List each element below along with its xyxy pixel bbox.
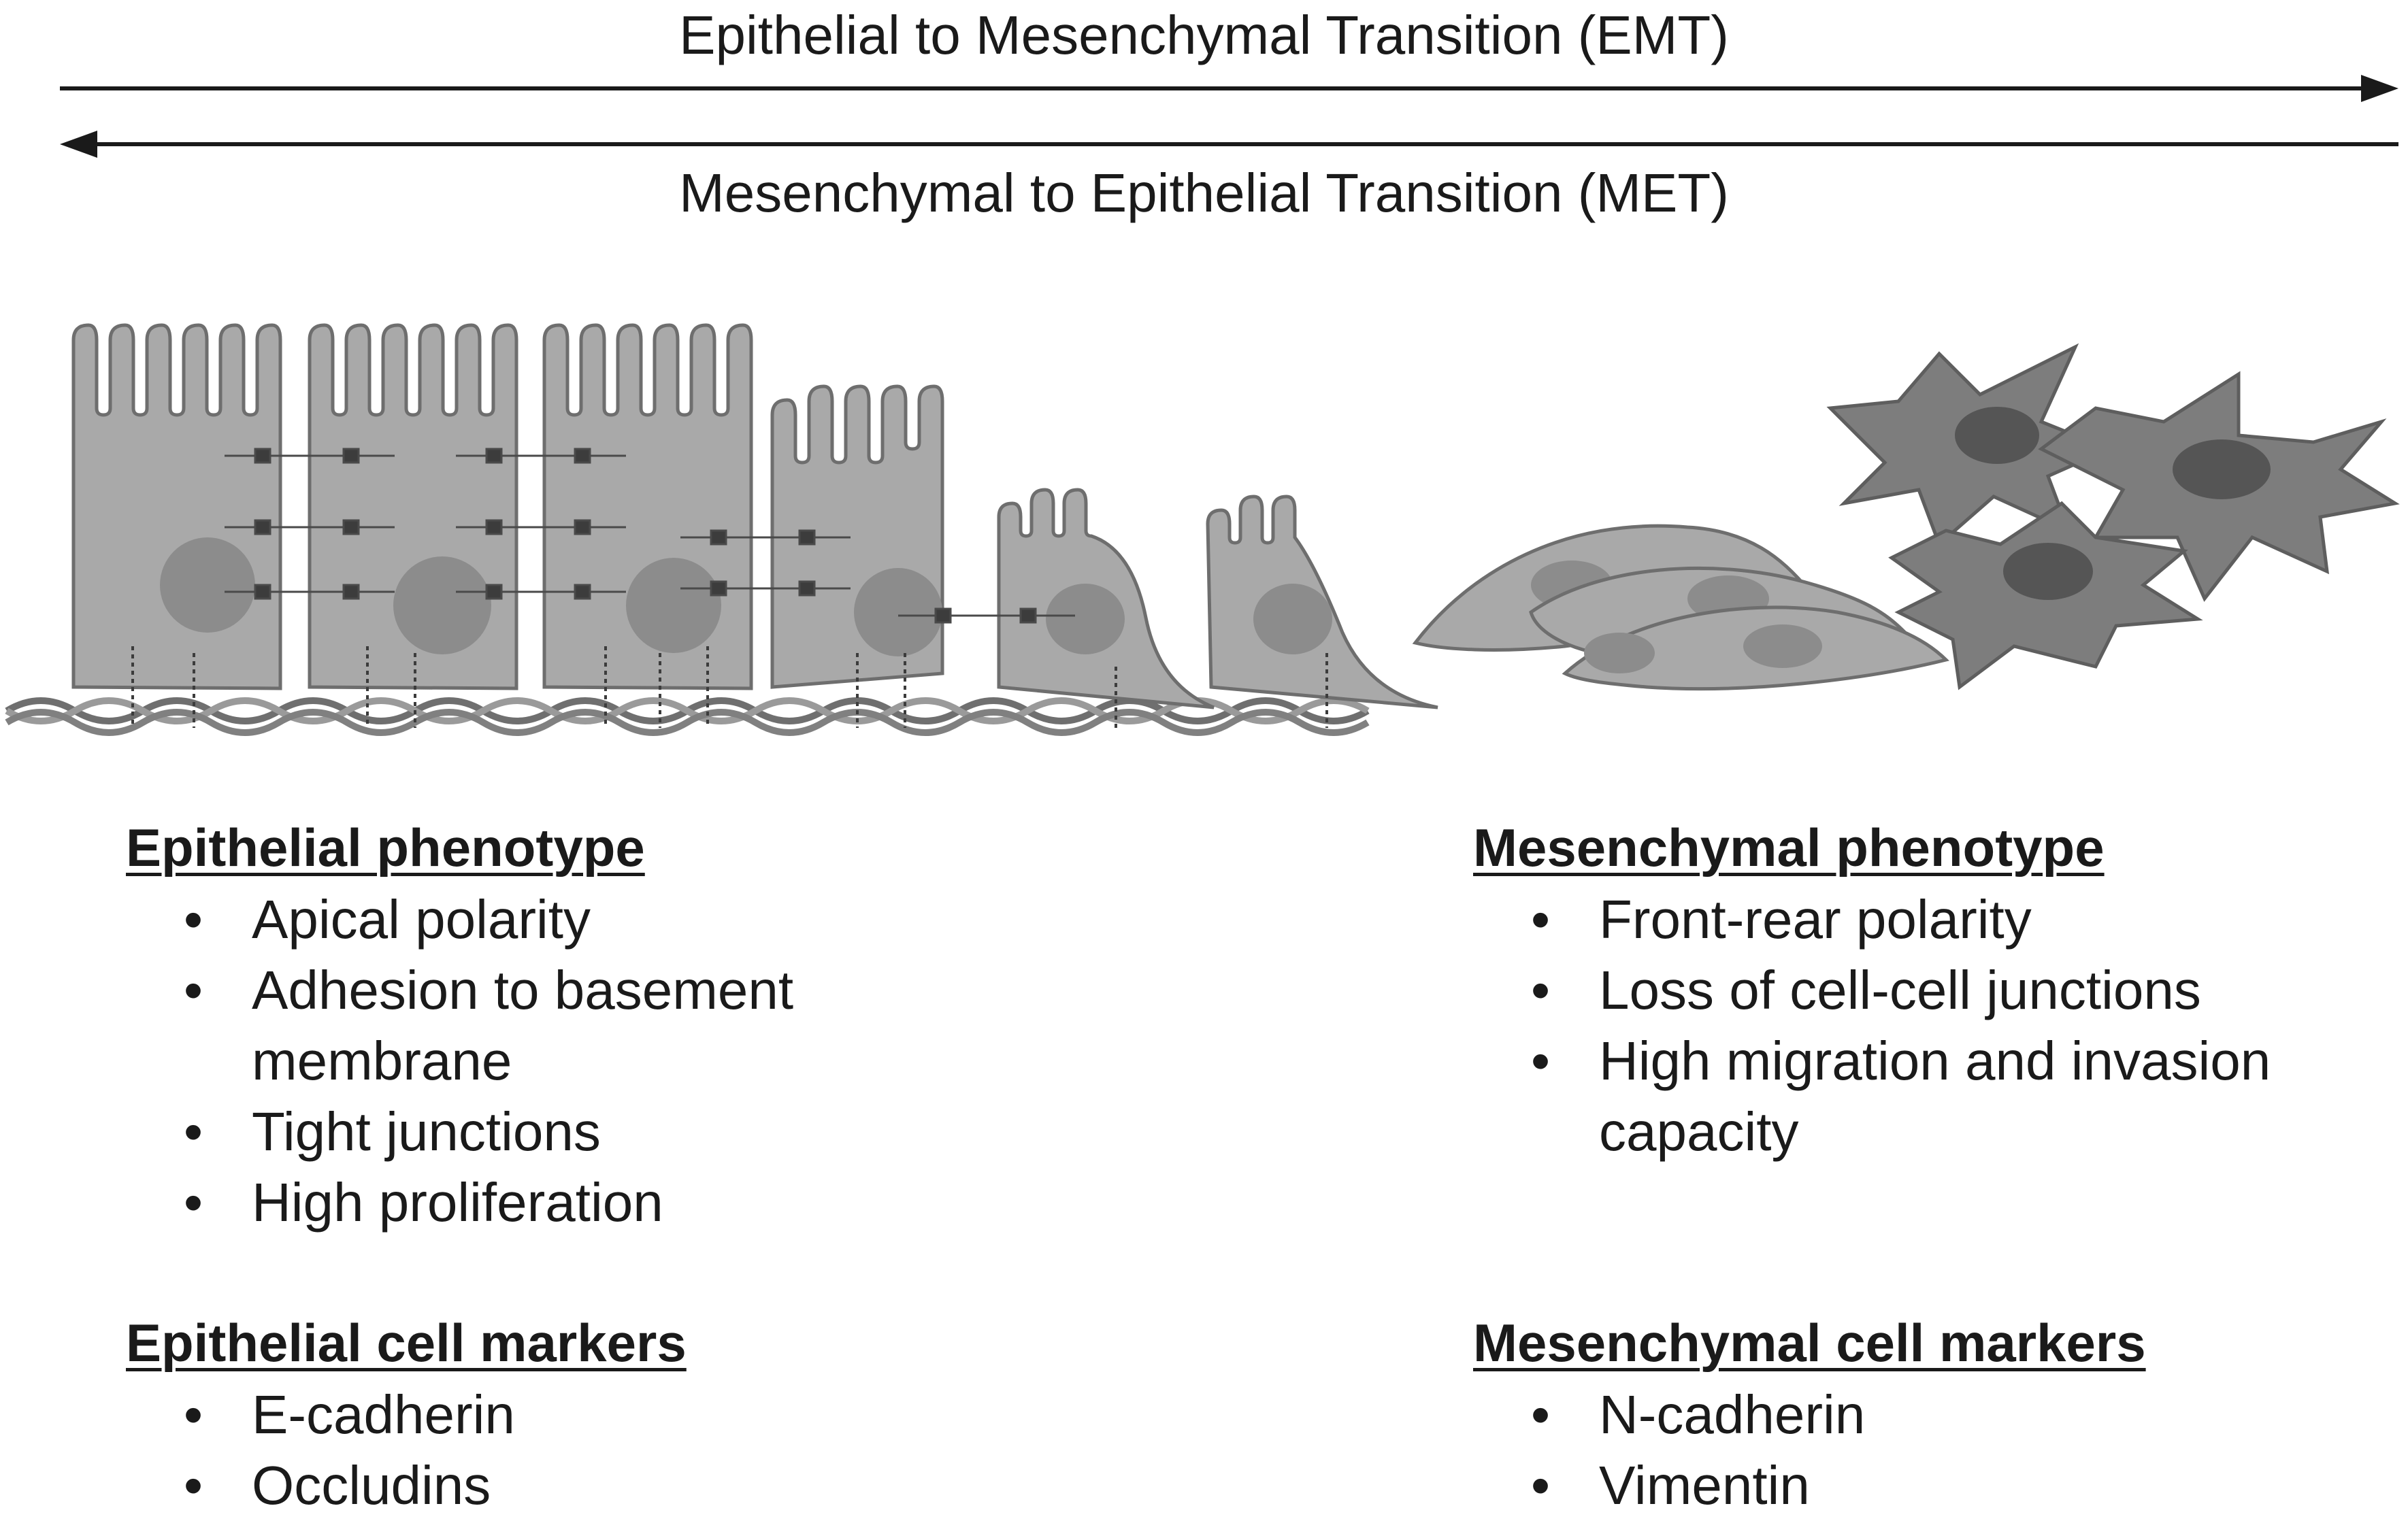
- epithelial-markers-heading: Epithelial cell markers: [126, 1313, 687, 1373]
- basement-membrane: [5, 697, 1370, 736]
- mesenchymal-markers-list: N-cadherin Vimentin: [1473, 1380, 2146, 1521]
- mesenchymal-phenotype-heading: Mesenchymal phenotype: [1473, 818, 2105, 878]
- stellate-cell-3: [1888, 501, 2203, 690]
- epithelial-cell-4: [770, 384, 944, 689]
- stellate-cell-1: [1826, 343, 2114, 548]
- list-item: Loss of cell-cell junctions: [1473, 955, 2279, 1026]
- spindle-cell-3: [1562, 605, 1949, 691]
- epithelial-cell-2: [308, 323, 518, 690]
- list-item: Occludins: [126, 1450, 687, 1521]
- mesenchymal-markers-heading: Mesenchymal cell markers: [1473, 1313, 2146, 1373]
- epithelial-phenotype-heading: Epithelial phenotype: [126, 818, 645, 878]
- list-item: Tight junctions: [126, 1097, 1000, 1167]
- stellate-cell-2: [2038, 371, 2400, 602]
- epithelial-phenotype-list: Apical polarity Adhesion to basement mem…: [126, 884, 1000, 1238]
- mesenchymal-phenotype-list: Front-rear polarity Loss of cell-cell ju…: [1473, 884, 2279, 1167]
- epithelial-cell-3: [542, 323, 753, 690]
- list-item: Front-rear polarity: [1473, 884, 2279, 955]
- emt-label: Epithelial to Mesenchymal Transition (EM…: [679, 5, 1729, 65]
- transitioning-cell-2: [1206, 495, 1438, 709]
- met-arrow: [60, 131, 2398, 158]
- integrin-anchors: [131, 646, 1328, 728]
- list-item: E-cadherin: [126, 1380, 687, 1450]
- list-item: N-cadherin: [1473, 1380, 2146, 1450]
- epithelial-markers-panel: Epithelial cell markers E-cadherin Occlu…: [126, 1311, 687, 1521]
- epithelial-cell-1: [71, 323, 282, 690]
- list-item: Apical polarity: [126, 884, 1000, 955]
- cell-junctions: [225, 448, 1075, 624]
- mesenchymal-phenotype-panel: Mesenchymal phenotype Front-rear polarit…: [1473, 816, 2279, 1167]
- met-label: Mesenchymal to Epithelial Transition (ME…: [679, 163, 1729, 223]
- mesenchymal-markers-panel: Mesenchymal cell markers N-cadherin Vime…: [1473, 1311, 2146, 1521]
- transitioning-cell-1: [997, 488, 1215, 709]
- emt-arrow: [60, 75, 2398, 102]
- list-item: Adhesion to basement membrane: [126, 955, 1000, 1097]
- epithelial-markers-list: E-cadherin Occludins: [126, 1380, 687, 1521]
- list-item: Vimentin: [1473, 1450, 2146, 1521]
- list-item: High migration and invasion capacity: [1473, 1026, 2279, 1167]
- list-item: High proliferation: [126, 1167, 1000, 1238]
- epithelial-phenotype-panel: Epithelial phenotype Apical polarity Adh…: [126, 816, 1000, 1238]
